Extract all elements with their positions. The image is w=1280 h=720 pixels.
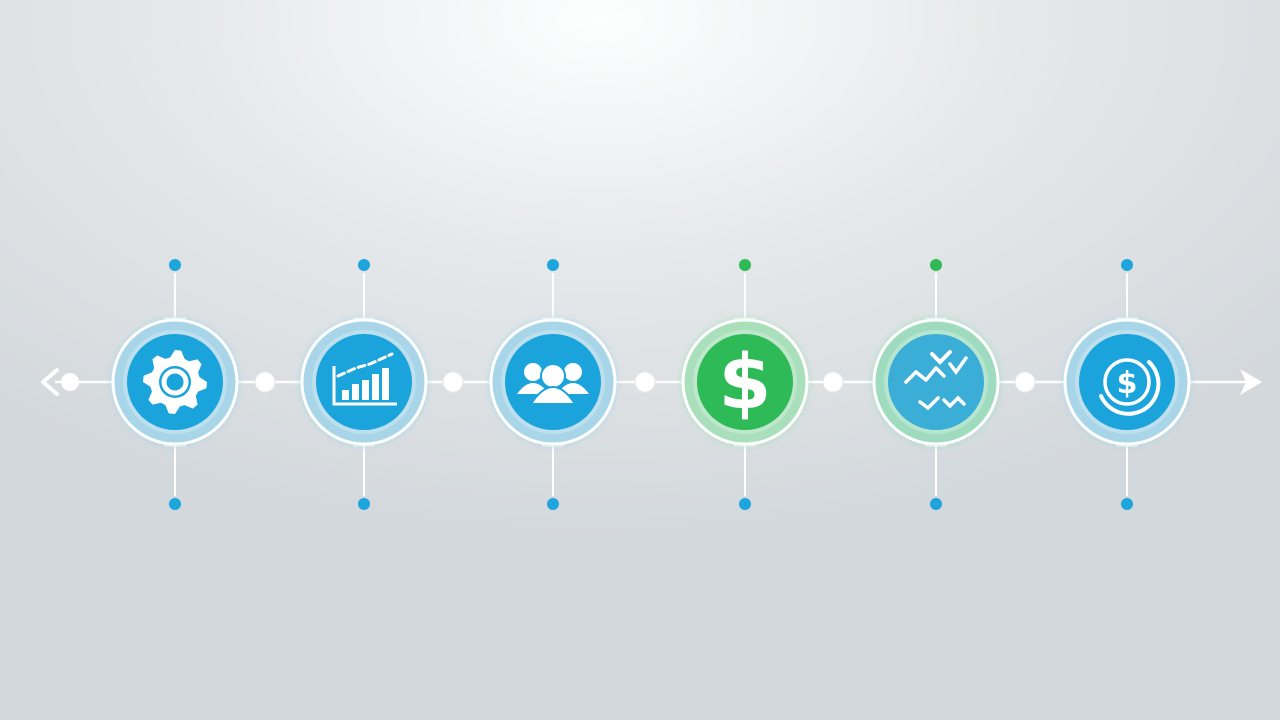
chevron-left-icon bbox=[41, 368, 79, 396]
svg-text:$: $ bbox=[1117, 366, 1138, 401]
timeline-node-trend bbox=[871, 259, 1001, 510]
top-dot bbox=[930, 259, 942, 271]
timeline-node-gear bbox=[110, 259, 240, 510]
svg-text:$: $ bbox=[719, 337, 772, 426]
connector-dot bbox=[822, 371, 844, 393]
timeline-node-team bbox=[488, 259, 618, 510]
team-icon bbox=[517, 363, 589, 405]
connector-dot bbox=[442, 371, 464, 393]
timeline-nodes: $$ bbox=[110, 259, 1192, 510]
top-dot bbox=[739, 259, 751, 271]
node-core bbox=[697, 334, 793, 430]
top-dot bbox=[358, 259, 370, 271]
trend-icon bbox=[904, 350, 968, 411]
timeline-node-dollar: $ bbox=[680, 259, 810, 510]
bottom-dot bbox=[739, 498, 751, 510]
timeline-node-bar-chart bbox=[299, 259, 429, 510]
chevron-right-icon bbox=[1240, 369, 1262, 395]
bar-chart-icon bbox=[332, 352, 397, 406]
node-core bbox=[888, 334, 984, 430]
bottom-dot bbox=[169, 498, 181, 510]
bottom-dot bbox=[358, 498, 370, 510]
timeline-node-coin: $ bbox=[1062, 259, 1192, 510]
bottom-dot bbox=[1121, 498, 1133, 510]
top-dot bbox=[547, 259, 559, 271]
bottom-dot bbox=[547, 498, 559, 510]
connector-dot bbox=[1014, 371, 1036, 393]
dollar-icon: $ bbox=[719, 337, 772, 426]
top-dot bbox=[1121, 259, 1133, 271]
timeline-lines bbox=[41, 368, 1262, 396]
connector-dot bbox=[254, 371, 276, 393]
dollar-coin-icon: $ bbox=[1099, 358, 1161, 416]
connector-dot bbox=[634, 371, 656, 393]
gear-icon bbox=[143, 350, 207, 414]
bottom-dot bbox=[930, 498, 942, 510]
top-dot bbox=[169, 259, 181, 271]
